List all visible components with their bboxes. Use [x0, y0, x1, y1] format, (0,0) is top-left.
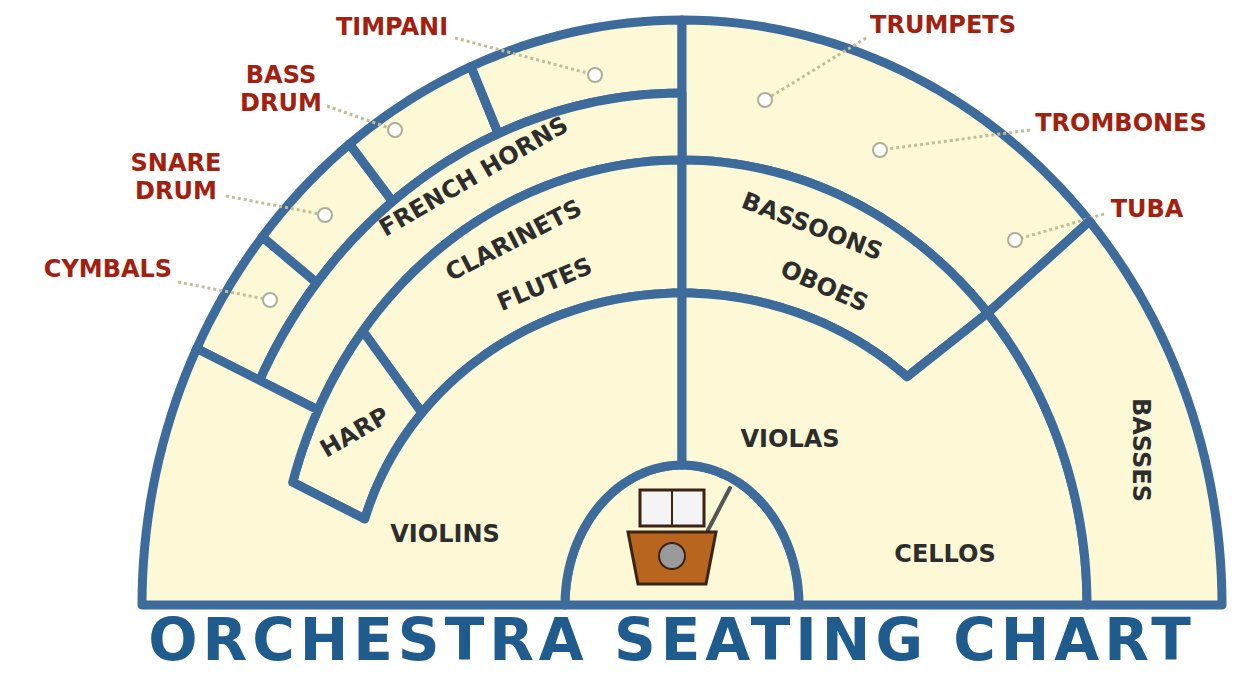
leader-line: [880, 130, 1030, 150]
leader-dot: [388, 123, 402, 137]
section-outline: [981, 215, 1228, 611]
instrument-label: TIMPANI: [336, 14, 448, 42]
leader-line: [226, 196, 325, 215]
music-stand: [640, 490, 704, 526]
instrument-label: TROMBONES: [1035, 110, 1207, 138]
leader-line: [765, 38, 866, 100]
section-name: CELLOS: [894, 541, 995, 569]
leader: [178, 282, 277, 307]
conductor-head: [659, 543, 685, 569]
leader: [758, 38, 866, 107]
leader: [327, 106, 402, 137]
leader-dot: [588, 68, 602, 82]
leader-line: [455, 38, 595, 75]
leader: [226, 196, 332, 222]
leader: [873, 130, 1030, 157]
instrument-label: BASS DRUM: [240, 62, 322, 117]
leader-dot: [758, 93, 772, 107]
podium: [628, 532, 716, 584]
section-name: BASSES: [1126, 398, 1154, 502]
baton: [708, 488, 730, 530]
leader-line: [178, 282, 270, 300]
section-outline: [136, 287, 688, 611]
section-shape: [988, 221, 1222, 605]
leader-dot: [1008, 233, 1022, 247]
section-name: VIOLINS: [390, 521, 500, 549]
chart-title: ORCHESTRA SEATING CHART: [148, 611, 1196, 669]
violin-section: VIOLINS: [136, 287, 688, 611]
bass-section: BASSES: [981, 215, 1228, 611]
section-shape: [142, 293, 682, 605]
instrument-label: CYMBALS: [44, 256, 172, 284]
leader-dot: [263, 293, 277, 307]
instrument-label: TUBA: [1111, 196, 1184, 224]
music-book: [671, 490, 673, 526]
leader-line: [327, 106, 395, 130]
section-name: VIOLAS: [740, 426, 839, 454]
leader-dot: [318, 208, 332, 222]
leader-dot: [873, 143, 887, 157]
instrument-label: SNARE DRUM: [131, 150, 222, 205]
instrument-label: TRUMPETS: [870, 12, 1016, 40]
conductor-icon: [628, 488, 730, 584]
leader: [455, 38, 602, 82]
